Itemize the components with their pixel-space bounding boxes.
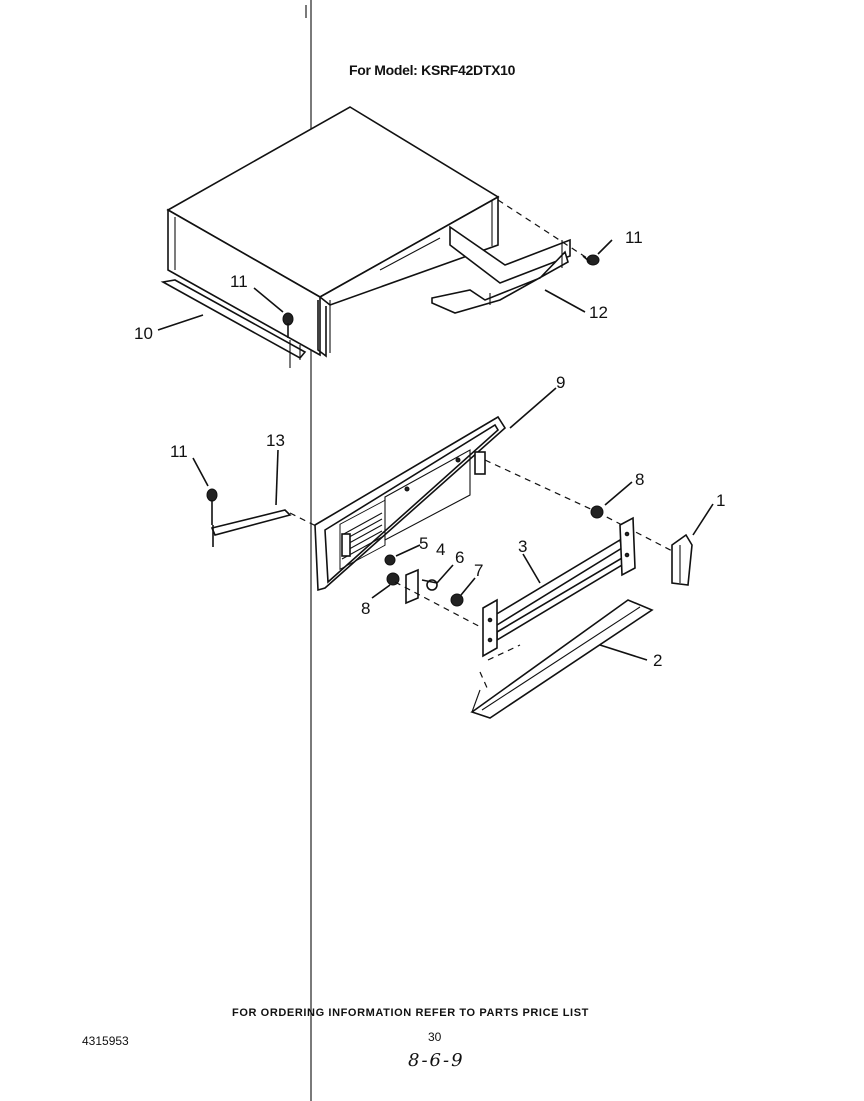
callout-13: 13 [266,431,285,450]
assembly-line [394,581,491,633]
callout-9: 9 [556,373,565,392]
callout-numbers: 11 11 10 12 9 13 11 8 1 5 4 6 7 3 8 2 [134,228,725,670]
callout-5: 5 [419,534,428,553]
ordering-info-note: FOR ORDERING INFORMATION REFER TO PARTS … [232,1007,589,1019]
slide-rail-part-3 [482,516,636,658]
assembly-line [487,644,521,661]
assembly-line [596,511,681,556]
rod-part-13 [210,509,292,547]
hardware-parts-4-to-8 [384,505,604,607]
assembly-line [484,459,598,513]
panel-vent-grille [339,499,386,570]
page-number: 30 [428,1030,442,1044]
callout-8-lower: 8 [361,599,370,618]
screw-part-11-left [282,312,294,338]
callout-3: 3 [518,537,527,556]
callout-2: 2 [653,651,662,670]
callout-11-lower-left: 11 [170,442,188,461]
assembly-line [479,671,489,691]
control-panel-part-9 [314,415,507,592]
callout-7: 7 [474,561,483,580]
callout-4: 4 [436,540,445,559]
callout-8-upper: 8 [635,470,644,489]
assembly-line [289,512,319,528]
top-cover-part-10 [160,106,500,368]
trim-strip-part-2 [470,599,654,719]
model-title: For Model: KSRF42DTX10 [349,62,516,78]
callout-11-right: 11 [625,228,643,247]
callout-10: 10 [134,324,153,343]
end-cap-part-1 [671,533,693,586]
callout-11-upper-left: 11 [230,272,248,291]
callout-6: 6 [455,548,464,567]
handwritten-date: 8-6-9 [408,1050,465,1071]
screw-part-11-lower [206,488,218,525]
screw-part-11-right [582,254,600,266]
callout-1: 1 [716,491,725,510]
leader-lines [157,239,714,661]
callout-12: 12 [589,303,608,322]
bracket-part-12 [431,225,571,314]
assembly-line [497,199,588,259]
document-number: 4315953 [82,1034,129,1048]
